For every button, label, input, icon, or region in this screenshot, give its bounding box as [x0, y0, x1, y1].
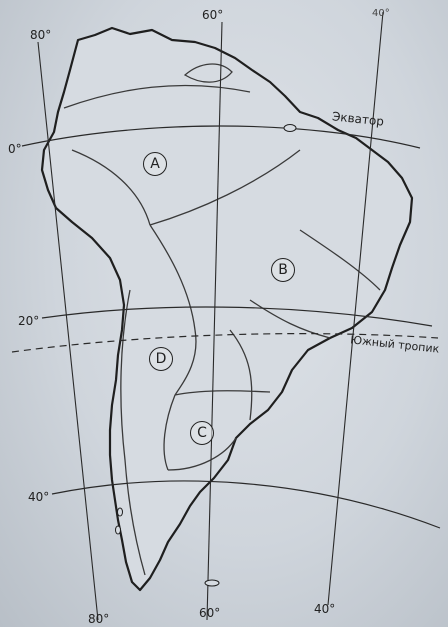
- label-40-bottom: 40°: [314, 602, 336, 616]
- relief-boundaries: [63, 63, 381, 576]
- boundary-line: [163, 394, 176, 471]
- region-marker-b: B: [271, 258, 295, 282]
- parallel-40: [51, 480, 441, 529]
- meridian-60: [206, 21, 223, 621]
- islands: [115, 124, 297, 587]
- boundary-line: [63, 84, 251, 109]
- boundary-line: [183, 63, 233, 83]
- meridians: [37, 11, 384, 621]
- island: [283, 124, 297, 132]
- region-marker-c: C: [190, 421, 214, 445]
- label-80-bottom: 80°: [88, 612, 110, 626]
- equator-line: [21, 125, 421, 149]
- tropic-line: [11, 333, 439, 353]
- boundary-line: [174, 390, 271, 396]
- andes-line: [120, 289, 146, 576]
- parallel-20: [41, 306, 433, 327]
- boundary-line: [71, 149, 151, 226]
- label-60-bottom: 60°: [199, 606, 221, 620]
- continent-outline: [40, 26, 414, 592]
- meridian-40: [327, 11, 384, 606]
- label-lat-40: 40°: [28, 490, 50, 504]
- region-marker-a: A: [143, 152, 167, 176]
- island: [115, 525, 121, 535]
- label-60-top: 60°: [202, 8, 224, 22]
- region-marker-d: D: [149, 347, 173, 371]
- boundary-line: [167, 437, 237, 471]
- label-40-top: 40°: [372, 8, 390, 19]
- boundary-line: [174, 329, 197, 396]
- boundary-line: [149, 224, 196, 331]
- meridian-80: [37, 41, 99, 621]
- boundary-line: [229, 329, 253, 421]
- label-lat-0: 0°: [8, 142, 22, 156]
- boundary-line: [149, 149, 301, 226]
- label-lat-20: 20°: [18, 314, 40, 328]
- boundary-line: [299, 229, 381, 291]
- island: [204, 579, 220, 587]
- island: [117, 507, 123, 517]
- parallels: [11, 125, 441, 529]
- label-80-top: 80°: [30, 28, 52, 42]
- boundary-line: [249, 299, 331, 339]
